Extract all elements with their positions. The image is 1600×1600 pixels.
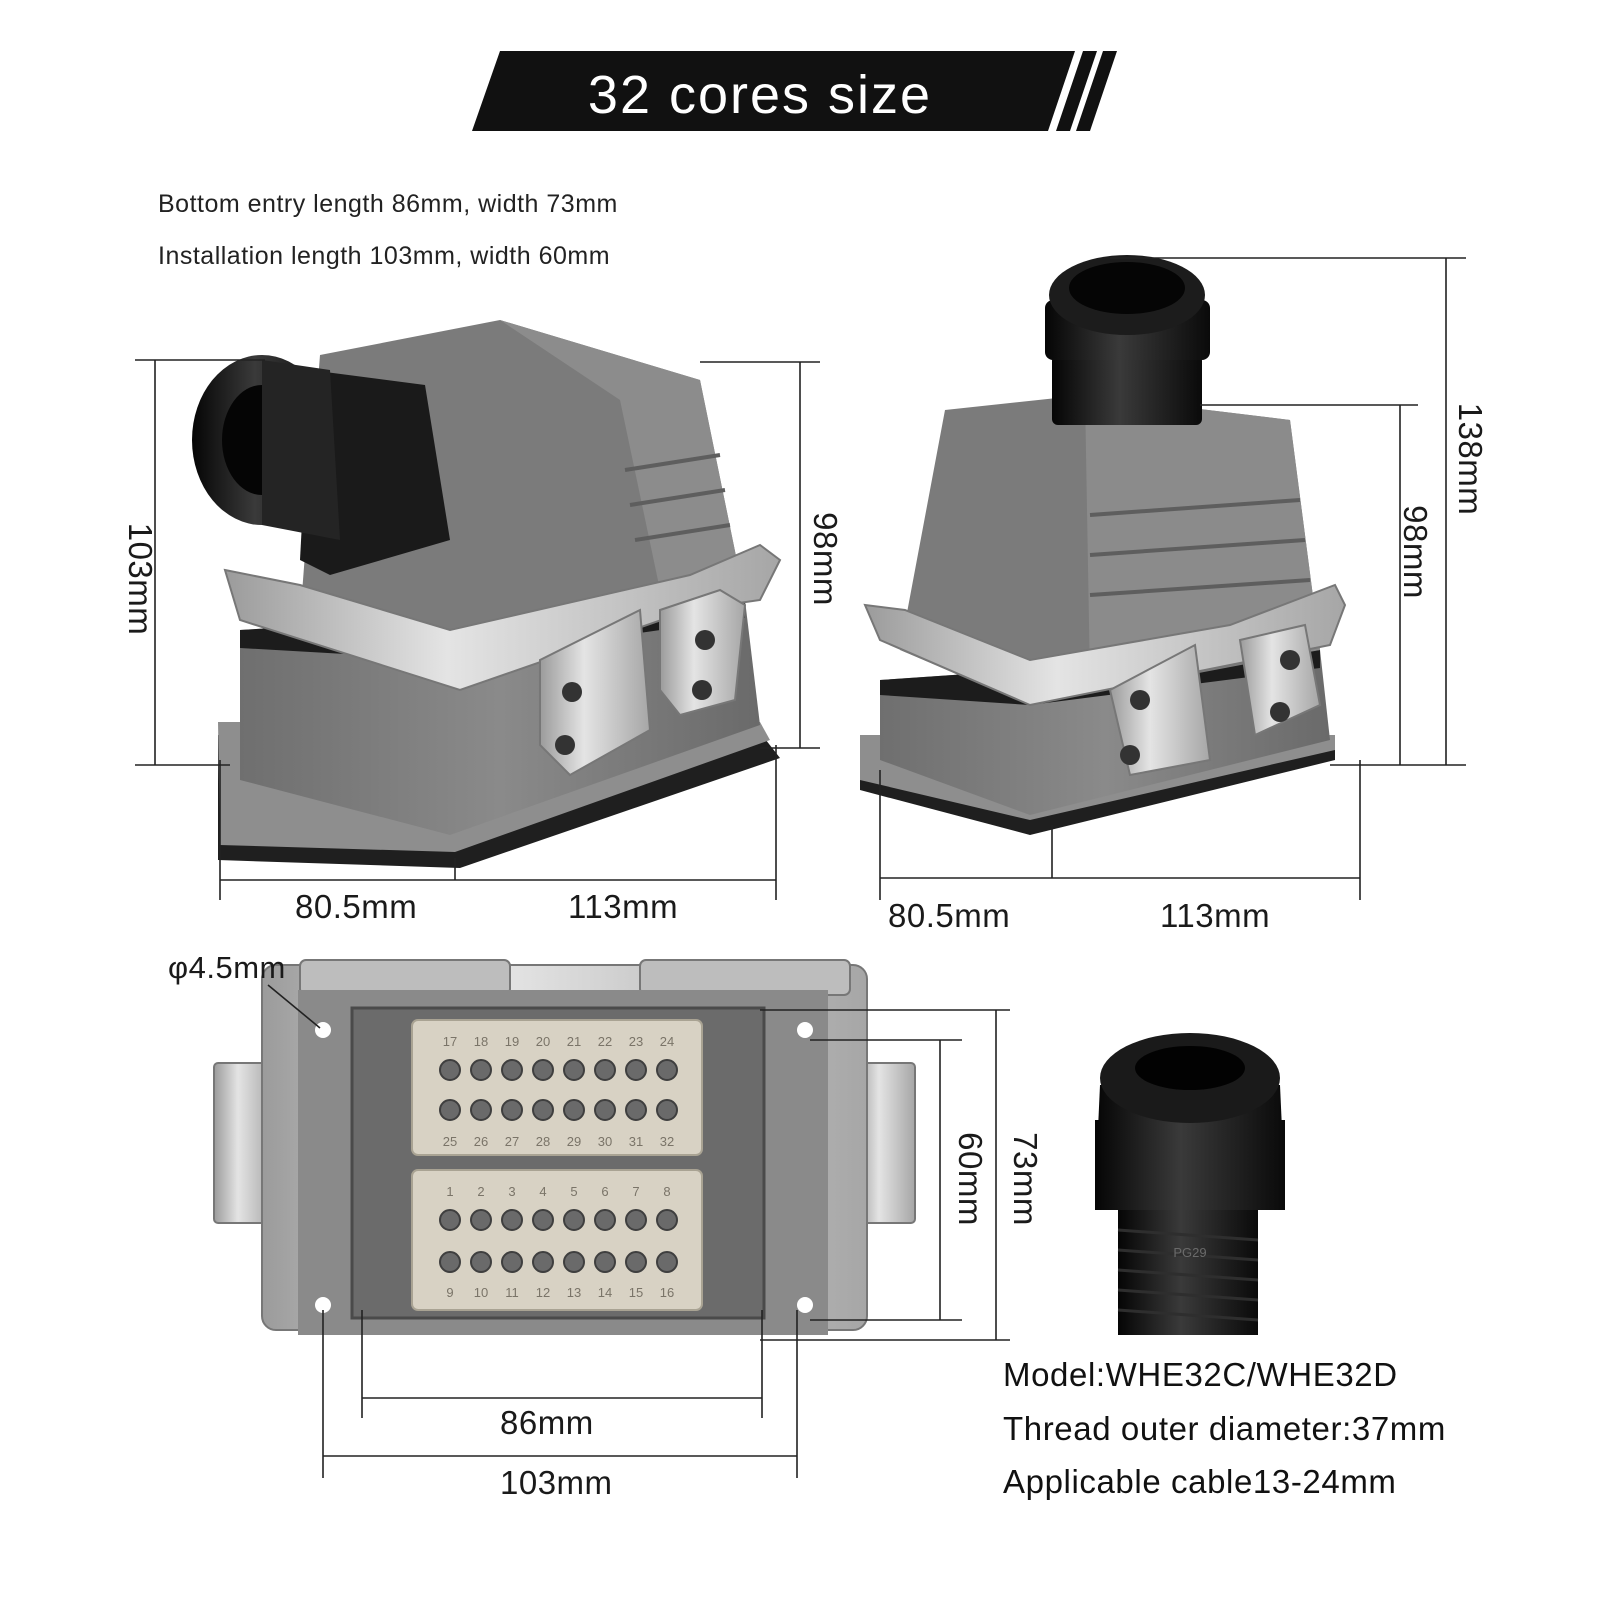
pin-number-label: 11 <box>505 1285 519 1300</box>
pin-number-label: 21 <box>567 1034 581 1049</box>
pin-number-label: 13 <box>567 1285 581 1300</box>
side-depth: 80.5mm <box>295 888 418 925</box>
pin-number-label: 25 <box>443 1134 457 1149</box>
cable-gland <box>1095 1033 1285 1335</box>
side-height-body: 98mm <box>807 512 844 606</box>
pin-contact <box>625 1209 647 1231</box>
pin-number-label: 4 <box>539 1184 546 1199</box>
pin-contact <box>656 1059 678 1081</box>
pin-contact <box>656 1099 678 1121</box>
hole-diameter: φ4.5mm <box>168 950 286 985</box>
pin-number-label: 10 <box>474 1285 488 1300</box>
pin-contact <box>625 1251 647 1273</box>
pin-contact <box>470 1099 492 1121</box>
gland-marking: PG29 <box>1173 1245 1206 1260</box>
pin-number-label: 23 <box>629 1034 643 1049</box>
pin-contact <box>501 1099 523 1121</box>
pin-number-label: 1 <box>446 1184 453 1199</box>
pin-contact <box>470 1059 492 1081</box>
dimension-lines <box>135 257 1466 1478</box>
pin-number-label: 3 <box>508 1184 515 1199</box>
top-width: 113mm <box>1160 897 1271 934</box>
pin-contact <box>470 1209 492 1231</box>
front-inner-width: 86mm <box>500 1404 594 1441</box>
pin-contact <box>439 1209 461 1231</box>
pin-contact <box>532 1209 554 1231</box>
spec-installation: Installation length 103mm, width 60mm <box>158 242 611 270</box>
page-title: 32 cores size <box>587 65 933 125</box>
pin-contact <box>501 1251 523 1273</box>
pin-number-label: 22 <box>598 1034 612 1049</box>
pin-number-label: 32 <box>660 1134 674 1149</box>
pin-contact <box>439 1099 461 1121</box>
pin-number-label: 17 <box>443 1034 457 1049</box>
front-inner-height: 60mm <box>952 1132 989 1226</box>
pin-contact <box>532 1251 554 1273</box>
pin-contact <box>594 1251 616 1273</box>
front-outer-width: 103mm <box>500 1464 613 1501</box>
thread-diameter: Thread outer diameter:37mm <box>1003 1410 1446 1447</box>
pin-number-label: 24 <box>660 1034 674 1049</box>
pin-number-label: 29 <box>567 1134 581 1149</box>
title-banner <box>472 51 1117 131</box>
front-outer-height: 73mm <box>1007 1132 1044 1226</box>
pin-contact <box>501 1209 523 1231</box>
applicable-cable: Applicable cable13-24mm <box>1003 1463 1397 1500</box>
pin-contact <box>594 1099 616 1121</box>
pin-number-label: 14 <box>598 1285 612 1300</box>
pin-contact <box>563 1209 585 1231</box>
pin-contact <box>439 1059 461 1081</box>
pin-number-label: 5 <box>570 1184 577 1199</box>
pin-contact <box>532 1059 554 1081</box>
pin-number-label: 16 <box>660 1285 674 1300</box>
pin-contact <box>563 1099 585 1121</box>
pin-contact <box>656 1209 678 1231</box>
top-height-body: 98mm <box>1397 505 1434 599</box>
pin-contact <box>501 1059 523 1081</box>
pin-number-label: 19 <box>505 1034 519 1049</box>
top-height-total: 138mm <box>1452 402 1489 516</box>
pin-contact <box>532 1099 554 1121</box>
pin-contact <box>563 1059 585 1081</box>
pin-number-label: 26 <box>474 1134 488 1149</box>
spec-bottom-entry: Bottom entry length 86mm, width 73mm <box>158 190 618 218</box>
pin-contact <box>625 1099 647 1121</box>
pin-number-label: 12 <box>536 1285 550 1300</box>
pin-number-label: 31 <box>629 1134 643 1149</box>
pin-number-label: 15 <box>629 1285 643 1300</box>
pin-number-label: 28 <box>536 1134 550 1149</box>
pin-number-label: 6 <box>601 1184 608 1199</box>
side-height-total: 103mm <box>122 522 159 636</box>
pin-number-label: 30 <box>598 1134 612 1149</box>
pin-contact <box>594 1209 616 1231</box>
pin-contact <box>594 1059 616 1081</box>
top-entry-connector <box>860 255 1347 835</box>
pin-number-label: 9 <box>446 1285 453 1300</box>
pin-number-label: 8 <box>663 1184 670 1199</box>
side-width: 113mm <box>568 888 679 925</box>
pin-contact <box>563 1251 585 1273</box>
side-entry-connector <box>192 320 782 868</box>
pin-number-label: 2 <box>477 1184 484 1199</box>
pin-contact <box>470 1251 492 1273</box>
pin-contacts <box>439 1059 678 1273</box>
pin-number-label: 27 <box>505 1134 519 1149</box>
pin-number-label: 20 <box>536 1034 550 1049</box>
pin-number-label: 18 <box>474 1034 488 1049</box>
front-view-housing <box>213 959 916 1335</box>
pin-contact <box>439 1251 461 1273</box>
pin-number-label: 7 <box>632 1184 639 1199</box>
pin-contact <box>656 1251 678 1273</box>
top-depth: 80.5mm <box>888 897 1011 934</box>
model-name: Model:WHE32C/WHE32D <box>1003 1356 1398 1393</box>
pin-contact <box>625 1059 647 1081</box>
